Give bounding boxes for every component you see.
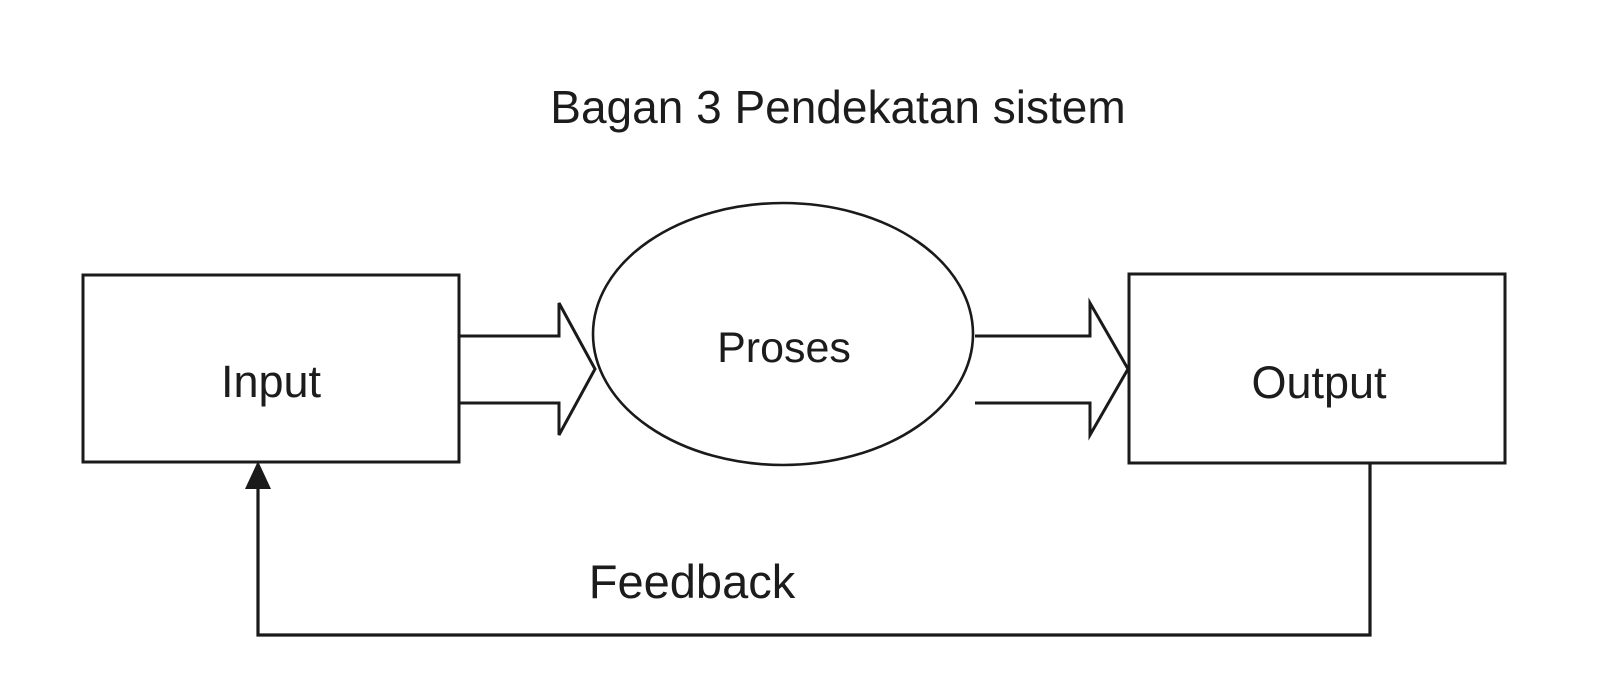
diagram-title: Bagan 3 Pendekatan sistem (550, 81, 1125, 133)
feedback-connector (256, 464, 1372, 637)
proses-to-output-arrow (975, 297, 1130, 441)
feedback-label: Feedback (589, 555, 796, 608)
proses-node-label: Proses (717, 324, 851, 372)
input-to-proses-arrow (460, 302, 597, 436)
output-node-label: Output (1251, 357, 1387, 408)
proses-node (591, 201, 975, 467)
input-node (81, 273, 461, 464)
feedback-arrowhead-icon (245, 461, 271, 489)
input-node-label: Input (221, 356, 322, 407)
output-node (1127, 272, 1507, 465)
